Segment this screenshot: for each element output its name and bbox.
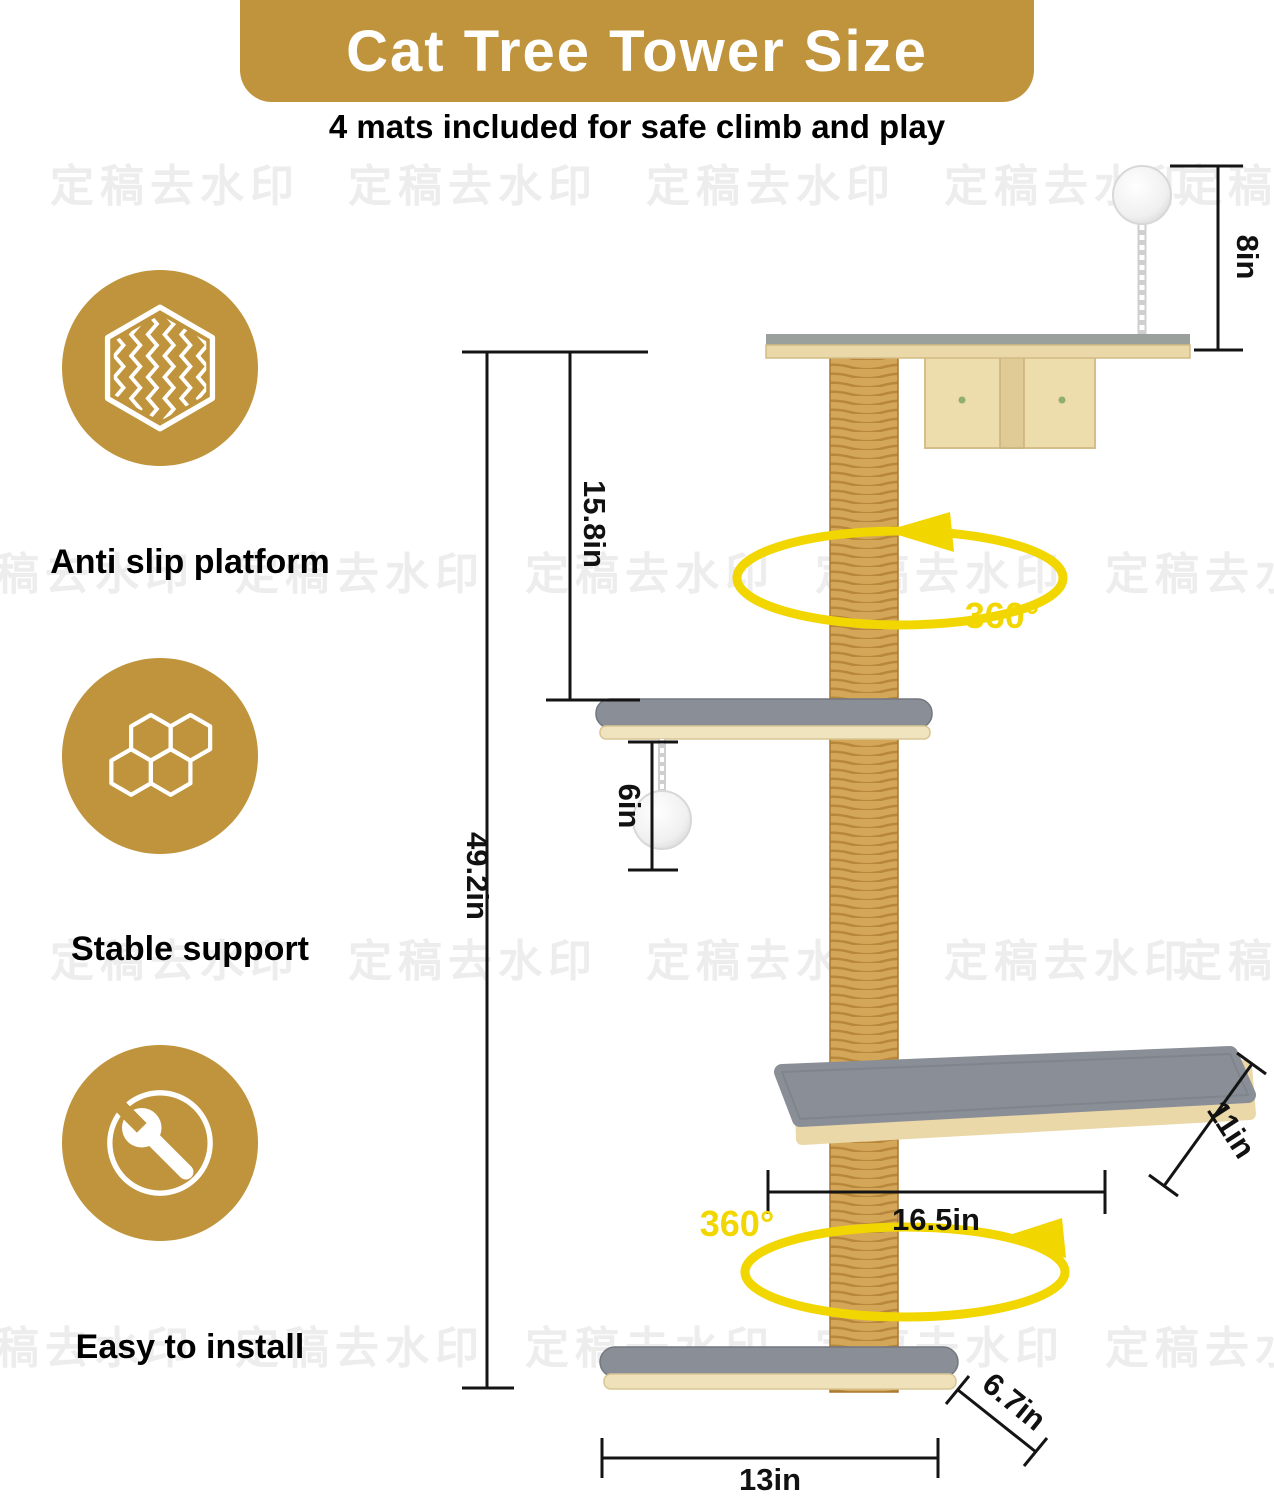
dim-line-total-height	[462, 352, 514, 1390]
feature-label-anti-slip: Anti slip platform	[50, 543, 330, 581]
feature-label-stable-support: Stable support	[70, 930, 310, 968]
feature-badge-stable-support	[62, 658, 258, 854]
watermark-text: 定稿去水印	[235, 550, 485, 599]
watermark-text: 定稿去水印	[944, 937, 1194, 986]
screw-dot	[1058, 396, 1066, 404]
watermark-text: 定稿去水印	[50, 937, 300, 986]
dim-line-top-section	[546, 352, 640, 702]
watermark-text: 定稿去水印	[0, 1324, 195, 1373]
watermark-text: 定稿去水印	[1178, 937, 1274, 986]
watermark-text: 定稿去水印	[0, 550, 195, 599]
watermark-text: 定稿去水印	[1105, 1324, 1274, 1373]
dim-line-mid-toy	[628, 740, 678, 872]
page-title: Cat Tree Tower Size	[346, 18, 928, 84]
dim-label-top-toy: 8in	[1230, 234, 1265, 280]
honeycomb-icon	[109, 712, 213, 797]
dim-label-total-height: 49.2in	[460, 832, 495, 920]
middle-platform	[595, 698, 933, 740]
anti-slip-pattern-icon	[104, 304, 216, 432]
rotation-arrow-bottom	[740, 1218, 1070, 1322]
rotation-label-bottom: 360°	[699, 1203, 775, 1244]
watermark-text: 定稿去水印	[1105, 550, 1274, 599]
dimension-lines	[462, 164, 1267, 1478]
watermark-text: 定稿去水印	[348, 937, 598, 986]
screw-dot	[958, 396, 966, 404]
dim-label-base-width: 13in	[738, 1462, 802, 1497]
dim-label-platform-width: 16.5in	[892, 1202, 980, 1237]
dim-line-platform-depth	[1148, 1051, 1267, 1198]
top-platform	[765, 334, 1191, 359]
base-platform	[599, 1346, 959, 1390]
dim-line-base-depth	[944, 1375, 1049, 1467]
feature-label-easy-install: Easy to install	[75, 1328, 305, 1366]
watermark-text: 定稿去水印	[235, 1324, 485, 1373]
feature-badge-anti-slip	[62, 270, 258, 466]
watermark-text: 定稿去水印	[50, 162, 300, 211]
watermark-text: 定稿去水印	[525, 550, 775, 599]
pom-pom-toy-middle	[632, 739, 692, 850]
rotation-arrow-top	[732, 512, 1068, 630]
rotation-label-top: 360°	[964, 595, 1040, 636]
scratching-post	[829, 349, 899, 1393]
pom-pom-toy-top	[1112, 165, 1172, 350]
dim-label-mid-toy: 6in	[612, 783, 647, 829]
title-banner: Cat Tree Tower Size	[240, 0, 1034, 102]
dim-line-platform-width	[766, 1170, 1107, 1214]
wall-bracket	[924, 355, 1096, 449]
watermark-text: 定稿去水印	[348, 162, 598, 211]
feature-badge-easy-install	[62, 1045, 258, 1241]
wrench-icon	[107, 1090, 213, 1196]
watermark-text: 定稿去水印	[646, 162, 896, 211]
large-platform	[774, 1046, 1256, 1145]
dim-line-base-width	[600, 1438, 940, 1478]
watermark-text: 定稿去水印	[1178, 162, 1274, 211]
dim-label-top-section: 15.8in	[577, 480, 612, 568]
page-subtitle: 4 mats included for safe climb and play	[328, 108, 946, 145]
dim-line-top-toy	[1170, 164, 1243, 352]
